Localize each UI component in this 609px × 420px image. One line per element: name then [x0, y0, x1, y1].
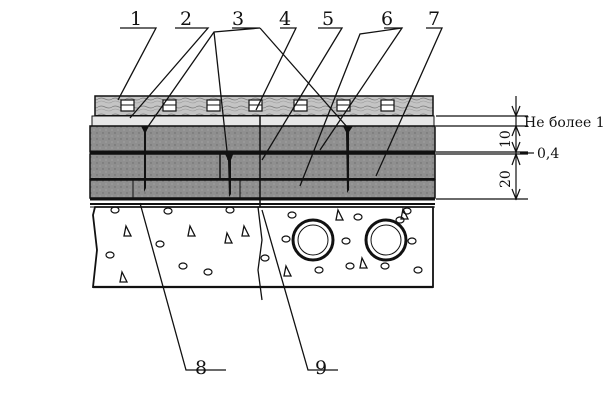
- callout-5: 5: [322, 8, 334, 30]
- callout-3: 3: [232, 8, 244, 30]
- board-joints: [120, 99, 395, 112]
- aggregate-stone-icon: [105, 251, 115, 259]
- lower-thickness-label: 20: [498, 170, 514, 188]
- callout-4: 4: [279, 8, 291, 30]
- aggregate-stone-icon: [155, 240, 165, 248]
- aggregate-stone-icon: [314, 266, 324, 274]
- callout-6: 6: [381, 8, 393, 30]
- callout-2: 2: [180, 8, 192, 30]
- joint-icon: [380, 99, 395, 112]
- aggregate-stone-icon: [110, 206, 120, 214]
- joint-icon: [206, 99, 221, 112]
- aggregate-stone-icon: [341, 237, 351, 245]
- upper-thickness-label: 10: [498, 130, 514, 148]
- aggregate-stone-icon: [395, 216, 405, 224]
- callout-1: 1: [130, 8, 142, 30]
- aggregate-stone-icon: [260, 254, 270, 262]
- aggregate-stone-icon: [281, 235, 291, 243]
- dimension-labels: Не более 1 10 0,4 20: [498, 115, 605, 188]
- hollow-core-void-icon: [291, 218, 335, 262]
- hollow-cores: [291, 218, 408, 262]
- callout-7: 7: [428, 8, 440, 30]
- aggregate-stone-icon: [163, 207, 173, 215]
- callout-numbers: 1 2 3 4 5 6 7 8 9: [130, 8, 440, 379]
- nail-icon: [343, 126, 353, 193]
- joint-icon: [120, 99, 135, 112]
- aggregate-stone-icon: [380, 262, 390, 270]
- joint-icon: [293, 99, 308, 112]
- dimension-lines: [436, 96, 534, 201]
- nail-icon: [141, 126, 149, 192]
- aggregate-stone-icon: [225, 206, 235, 214]
- concrete-slab: [91, 206, 434, 301]
- joint-icon: [248, 99, 263, 112]
- aggregate-stone-icon: [407, 237, 417, 245]
- aggregate: [105, 206, 423, 276]
- nails: [141, 126, 353, 197]
- callout-9: 9: [315, 357, 327, 379]
- fiberboard-layers: [89, 115, 436, 208]
- aggregate-stone-icon: [178, 262, 188, 270]
- aggregate-triangles: [119, 207, 410, 283]
- hollow-core-void-icon: [364, 218, 408, 262]
- aggregate-stone-icon: [353, 213, 363, 221]
- interlayer-label: 0,4: [537, 146, 559, 162]
- aggregate-stone-icon: [345, 262, 355, 270]
- aggregate-stone-icon: [287, 211, 297, 219]
- callout-8: 8: [195, 357, 207, 379]
- nail-icon: [224, 152, 234, 197]
- leader-lines: [117, 27, 444, 371]
- aggregate-stone-icon: [203, 268, 213, 276]
- aggregate-stone-icon: [413, 266, 423, 274]
- gap-note-label: Не более 1: [524, 115, 605, 131]
